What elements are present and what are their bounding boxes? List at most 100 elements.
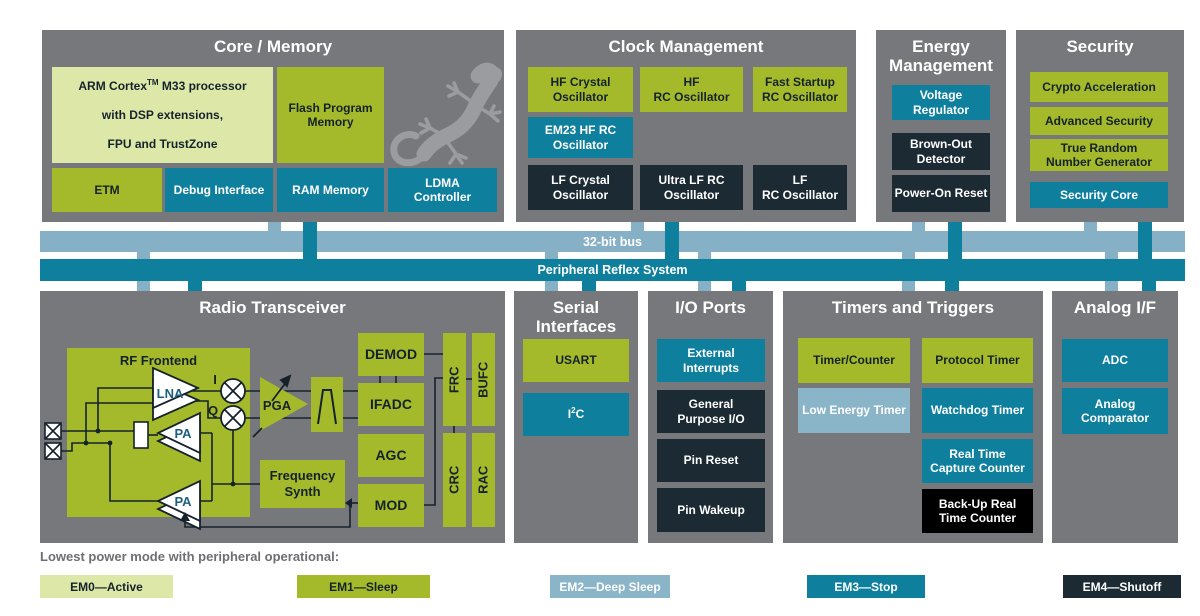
panel-core-memory: Core / Memory ARM CortexTM M33 processor… — [42, 30, 504, 222]
block-watchdog-timer: Watchdog Timer — [922, 388, 1033, 433]
block-pin-reset: Pin Reset — [657, 439, 765, 482]
block-power-on-reset: Power-On Reset — [892, 175, 990, 212]
block-external-interrupts: External Interrupts — [657, 339, 765, 382]
bus-stub-clock-light — [631, 222, 644, 231]
bus-stub-core-light — [268, 222, 281, 231]
panel-timers-triggers: Timers and Triggers Timer/Counter Protoc… — [783, 291, 1043, 543]
legend-em0-active: EM0—Active — [40, 575, 173, 598]
prs-stub-energy — [948, 222, 962, 259]
block-ultra-lf-rc-oscillator: Ultra LF RC Oscillator — [640, 165, 743, 210]
panel-radio-transceiver: Radio Transceiver — [40, 291, 505, 543]
pa-amplifier-bottom-icon — [155, 479, 201, 531]
pga-label: PGA — [263, 398, 292, 413]
block-ifadc: IFADC — [358, 383, 424, 426]
legend-em4-shutoff: EM4—Shutoff — [1063, 575, 1181, 598]
block-voltage-regulator: Voltage Regulator — [892, 85, 990, 120]
feedback-arrow — [180, 512, 190, 521]
block-demod: DEMOD — [358, 333, 424, 376]
block-timer-counter: Timer/Counter — [798, 338, 910, 383]
panel-security: Security Crypto Acceleration Advanced Se… — [1016, 30, 1184, 222]
gecko-logo-icon — [390, 62, 502, 167]
panel-analog-if: Analog I/F ADC Analog Comparator — [1052, 291, 1178, 543]
block-em23-hf-rc-oscillator: EM23 HF RC Oscillator — [528, 117, 633, 158]
prs-stub-serial — [582, 281, 596, 291]
legend-em1-sleep: EM1—Sleep — [297, 575, 430, 598]
q-label: Q — [208, 403, 218, 418]
prs-stub-io — [732, 281, 746, 291]
block-debug-interface: Debug Interface — [165, 168, 273, 212]
panel-timers-triggers-title: Timers and Triggers — [831, 298, 995, 317]
pga-amplifier-icon — [260, 377, 308, 431]
bus-prs-label: Peripheral Reflex System — [537, 263, 688, 277]
bandpass-filter-icon — [311, 377, 343, 432]
block-adc: ADC — [1062, 339, 1168, 382]
block-analog-comparator: Analog Comparator — [1062, 388, 1168, 434]
bus-prs: Peripheral Reflex System — [40, 259, 1185, 281]
panel-clock-management-title: Clock Management — [608, 37, 764, 56]
panel-radio-transceiver-title: Radio Transceiver — [199, 298, 346, 317]
block-usart: USART — [523, 339, 629, 382]
block-hf-rc-oscillator: HF RC Oscillator — [640, 67, 743, 112]
block-backup-real-time-counter: Back-Up Real Time Counter — [922, 489, 1033, 533]
bus-stub-energy-light — [912, 222, 925, 231]
arm-line1: ARM Cortex — [78, 79, 148, 94]
prs-stub-core — [303, 222, 317, 259]
block-advanced-security: Advanced Security — [1030, 107, 1168, 135]
block-ram-memory: RAM Memory — [277, 168, 384, 212]
bus-stub-security-light — [1084, 222, 1097, 231]
block-arm-cortex-m33: ARM CortexTM M33 processor with DSP exte… — [52, 67, 273, 163]
panel-energy-management-title: Energy Management — [889, 37, 993, 76]
bus-32bit-label: 32-bit bus — [582, 234, 643, 249]
mixer-i-icon — [220, 378, 246, 404]
block-frc: FRC — [443, 333, 466, 426]
prs-stub-security — [1138, 222, 1152, 259]
lna-amplifier-icon — [152, 366, 201, 422]
mixer-q-icon — [220, 405, 246, 431]
block-general-purpose-io: General Purpose I/O — [657, 390, 765, 433]
block-true-random-number-generator: True Random Number Generator — [1030, 139, 1168, 171]
block-lf-rc-oscillator: LF RC Oscillator — [753, 165, 847, 210]
block-real-time-capture-counter: Real Time Capture Counter — [922, 439, 1033, 483]
bus-32bit: 32-bit bus — [40, 231, 1185, 252]
panel-io-ports-title: I/O Ports — [675, 298, 746, 317]
panel-clock-management: Clock Management HF Crystal Oscillator H… — [516, 30, 856, 222]
legend-em3-stop: EM3—Stop — [807, 575, 925, 598]
block-ldma-controller: LDMA Controller — [388, 168, 497, 212]
prs-stub-clock — [665, 222, 679, 259]
i-label: I — [213, 372, 217, 387]
panel-analog-if-title: Analog I/F — [1073, 298, 1157, 317]
block-etm: ETM — [52, 168, 162, 212]
arm-line3: FPU and TrustZone — [107, 136, 218, 151]
lna-label: LNA — [157, 386, 184, 401]
block-agc: AGC — [358, 434, 424, 477]
pa-top-label: PA — [174, 426, 192, 441]
block-crc: CRC — [443, 433, 466, 527]
radio-frontend-schematic: LNA PA PA I Q — [44, 348, 472, 531]
prs-stub-timers — [945, 281, 959, 291]
rf-frontend-label: RF Frontend — [119, 353, 198, 368]
antenna-icon — [44, 422, 62, 460]
block-security-core: Security Core — [1030, 182, 1168, 208]
panel-core-memory-title: Core / Memory — [213, 37, 333, 56]
block-mod: MOD — [358, 484, 424, 527]
panel-io-ports: I/O Ports External Interrupts General Pu… — [648, 291, 773, 543]
block-brown-out-detector: Brown-Out Detector — [892, 133, 990, 170]
arm-line2: with DSP extensions, — [101, 107, 224, 122]
block-pin-wakeup: Pin Wakeup — [657, 488, 765, 532]
block-low-energy-timer: Low Energy Timer — [798, 388, 910, 433]
arm-tm-superscript: TM — [147, 78, 159, 88]
mod-to-synth-arrow — [345, 498, 352, 508]
block-i2c: I2C — [523, 393, 629, 436]
prs-stub-analog — [1142, 281, 1156, 291]
panel-serial-interfaces: Serial Interfaces USART I2C — [514, 291, 638, 543]
block-bufc: BUFC — [472, 333, 495, 426]
block-fast-startup-rc-oscillator: Fast Startup RC Oscillator — [753, 67, 847, 112]
balun-icon — [133, 421, 149, 449]
legend-em2-deep-sleep: EM2—Deep Sleep — [550, 575, 670, 598]
block-protocol-timer: Protocol Timer — [922, 338, 1033, 383]
pa-bottom-label: PA — [174, 494, 192, 509]
panel-security-title: Security — [1066, 37, 1134, 56]
block-flash-program-memory: Flash Program Memory — [277, 67, 384, 163]
block-frequency-synth: Frequency Synth — [260, 460, 345, 508]
